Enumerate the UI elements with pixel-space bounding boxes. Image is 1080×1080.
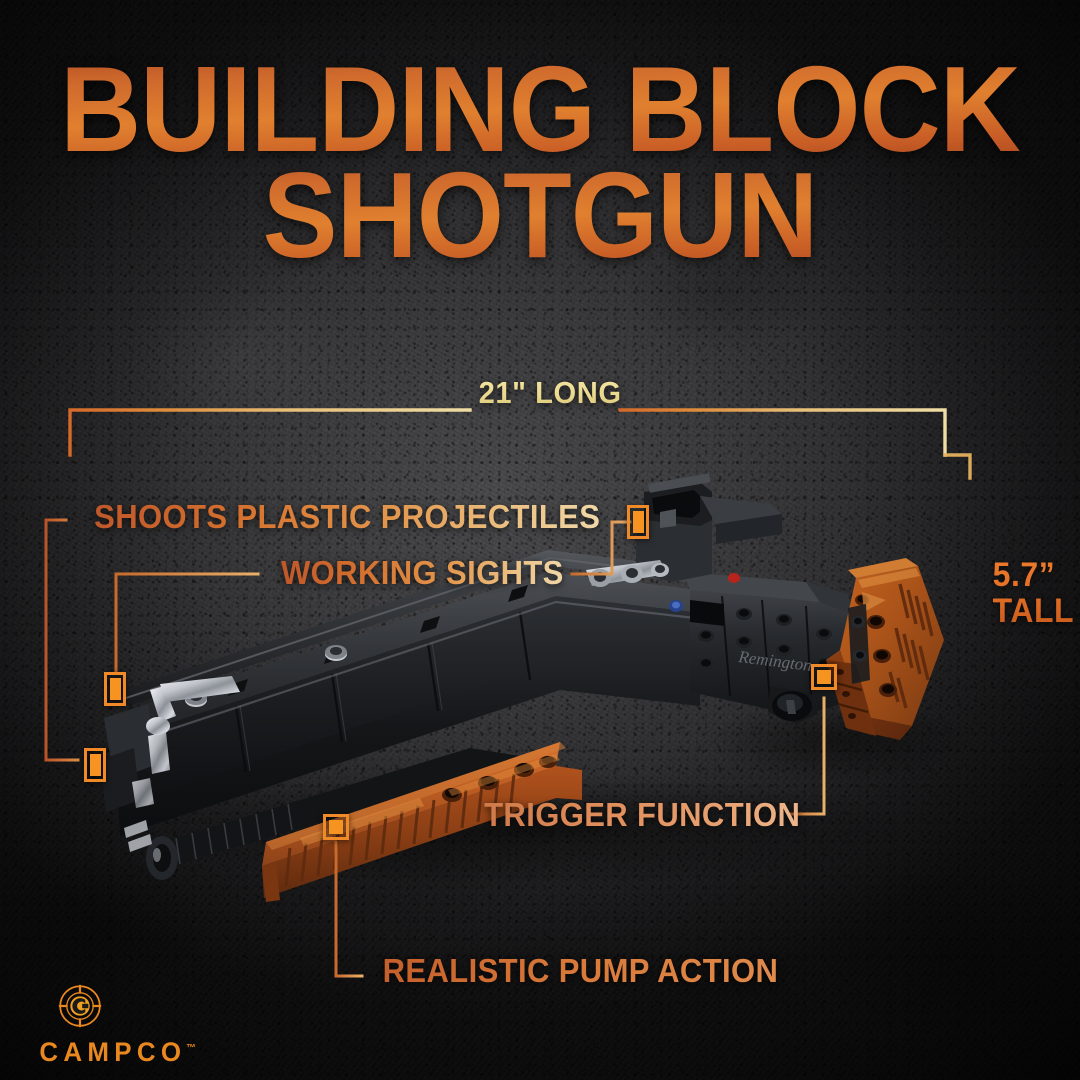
- brand-name: CAMPCO™: [39, 1037, 202, 1068]
- brand-logo: CAMPCO™: [36, 984, 206, 1068]
- brand-trademark: ™: [186, 1043, 196, 1054]
- campco-target-icon: [58, 984, 102, 1028]
- marker-trigger: [811, 664, 837, 690]
- marker-muzzle-lower: [84, 748, 106, 782]
- callout-line-projectiles: [44, 518, 80, 762]
- feature-label-trigger-function: TRIGGER FUNCTION: [484, 796, 801, 833]
- height-unit: TALL: [992, 591, 1075, 630]
- height-dimension-bracket: [940, 468, 972, 730]
- brand-name-text: CAMPCO: [39, 1037, 187, 1067]
- marker-pump: [323, 814, 349, 840]
- callout-line-pump: [334, 840, 364, 978]
- callout-line-trigger: [788, 696, 826, 816]
- feature-label-realistic-pump-action: REALISTIC PUMP ACTION: [382, 952, 779, 989]
- marker-muzzle-upper: [104, 672, 126, 706]
- feature-label-working-sights: WORKING SIGHTS: [281, 554, 564, 591]
- feature-label-shoots-plastic-projectiles: SHOOTS PLASTIC PROJECTILES: [94, 498, 601, 535]
- length-dimension-label: 21" LONG: [478, 375, 622, 410]
- height-value: 5.7”: [992, 556, 1056, 594]
- callout-line-sights: [114, 520, 632, 674]
- height-dimension-label: 5.7” TALL: [993, 558, 1075, 629]
- length-dimension-bracket: [68, 408, 972, 480]
- page-title-line-1: BUILDING BLOCK: [43, 48, 1037, 170]
- marker-rear-sight: [627, 505, 649, 539]
- page-title-line-2: SHOTGUN: [43, 154, 1037, 276]
